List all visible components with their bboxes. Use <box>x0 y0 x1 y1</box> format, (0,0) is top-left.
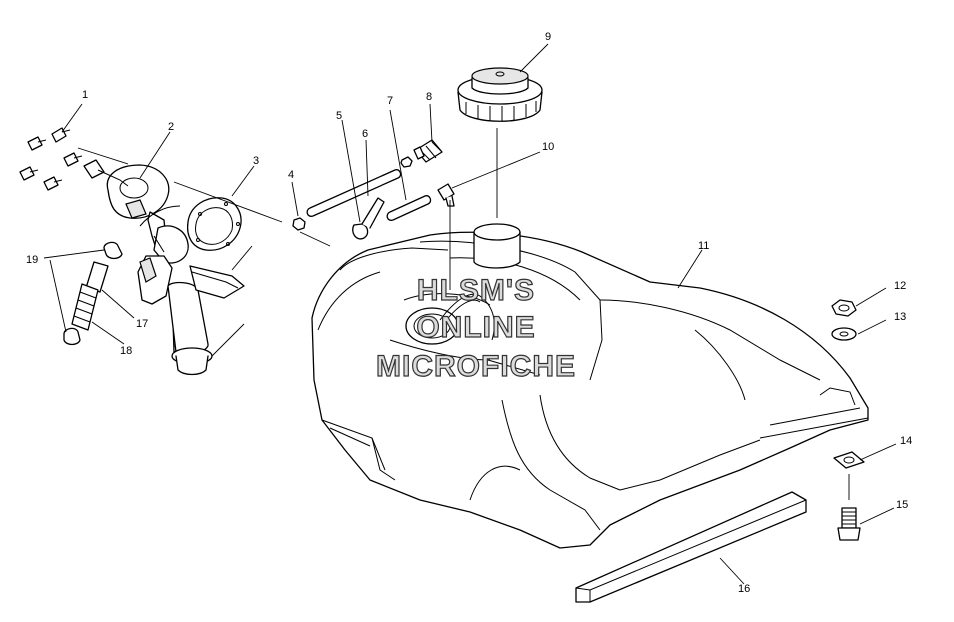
watermark-line-1: HLSM'S <box>417 274 535 307</box>
callout-13: 13 <box>894 311 906 323</box>
hose-clamp-5 <box>352 197 385 240</box>
callout-8: 8 <box>426 91 432 103</box>
callout-4: 4 <box>288 169 294 181</box>
callout-15: 15 <box>896 499 908 511</box>
hose-17 <box>85 261 109 293</box>
watermark-line-3: MICROFICHE <box>376 350 576 383</box>
watermark-line-2: ONLINE <box>416 311 535 344</box>
callout-10: 10 <box>542 141 554 153</box>
hose-6 <box>306 169 402 217</box>
gasket-3 <box>186 197 242 251</box>
clamp-19-top <box>103 241 123 260</box>
callout-17: 17 <box>136 318 148 330</box>
screws-1 <box>19 127 83 191</box>
callout-6: 6 <box>362 128 368 140</box>
fuel-pump-assembly <box>83 159 245 376</box>
valve-8 <box>413 139 443 163</box>
callout-1: 1 <box>82 89 88 101</box>
callout-9: 9 <box>545 31 551 43</box>
nut-4 <box>292 217 306 231</box>
fitting-10 <box>437 183 455 207</box>
clamp-19-bottom <box>63 327 81 346</box>
fuel-tank <box>311 223 869 549</box>
bolt-15 <box>837 507 861 541</box>
callout-3: 3 <box>253 155 259 167</box>
callout-5: 5 <box>336 110 342 122</box>
callout-labels: 1 2 3 4 5 6 7 8 9 10 11 12 13 14 15 16 1… <box>26 31 912 595</box>
callout-11: 11 <box>698 240 709 252</box>
callout-19: 19 <box>26 254 38 266</box>
callout-2: 2 <box>168 121 174 133</box>
leader-lines <box>43 43 897 585</box>
fuel-cap <box>457 67 543 122</box>
callout-16: 16 <box>738 583 750 595</box>
nut-12 <box>831 299 857 317</box>
callout-12: 12 <box>894 280 906 292</box>
callout-18: 18 <box>120 345 132 357</box>
filter-18 <box>71 283 99 331</box>
hose-7 <box>386 195 432 221</box>
foam-pad-16 <box>575 491 807 603</box>
nut-small <box>400 156 413 168</box>
watermark: HLSM'S ONLINE MICROFICHE <box>375 273 576 383</box>
callout-7: 7 <box>387 95 393 107</box>
bracket-14 <box>833 451 865 469</box>
washer-13 <box>831 327 857 341</box>
callout-14: 14 <box>900 435 912 447</box>
